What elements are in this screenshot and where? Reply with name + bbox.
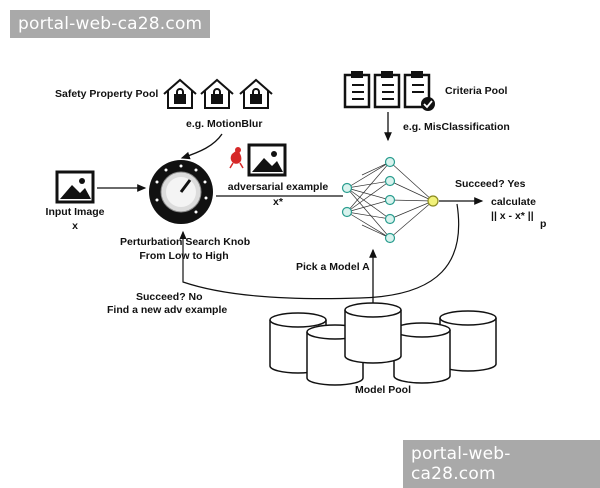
- safety-to-knob-arrow: [180, 133, 223, 160]
- norm-subscript: p: [540, 218, 547, 230]
- success-label: Succeed? Yes: [455, 178, 526, 190]
- house-lock-icon: [200, 78, 234, 109]
- clipboard-icon: [343, 71, 371, 109]
- image-icon: [55, 170, 95, 204]
- clipboard-icon: [373, 71, 401, 109]
- adversarial-label: adversarial example: [227, 181, 329, 193]
- clipboard-icon: [403, 71, 435, 111]
- database-cylinder-icon: [393, 322, 451, 384]
- knob-sublabel: From Low to High: [139, 250, 229, 262]
- input-image-symbol: x: [72, 220, 78, 232]
- house-lock-icon: [163, 78, 197, 109]
- failure-feedback-arrow: [179, 203, 460, 300]
- adversarial-image-icon: [229, 143, 287, 177]
- database-cylinder-icon: [439, 310, 497, 372]
- neural-network-icon: [341, 156, 439, 244]
- input-image-label: Input Image: [45, 206, 105, 218]
- knob-icon: [149, 160, 213, 224]
- safety-pool-title: Safety Property Pool: [55, 88, 159, 100]
- adversarial-symbol: x*: [273, 196, 283, 208]
- knob-label: Perturbation Search Knob: [120, 236, 251, 248]
- criteria-pool-example: e.g. MisClassification: [403, 121, 510, 133]
- model-pool-label: Model Pool: [355, 384, 411, 396]
- safety-pool-example: e.g. MotionBlur: [186, 118, 263, 130]
- database-cylinder-icon: [344, 302, 402, 364]
- pick-model-label: Pick a Model A: [296, 261, 370, 273]
- failure-label: Succeed? No: [136, 291, 203, 303]
- norm-formula: || x - x* ||: [491, 210, 534, 222]
- house-lock-icon: [239, 78, 273, 109]
- criteria-pool-title: Criteria Pool: [445, 85, 508, 97]
- watermark-top: portal-web-ca28.com: [10, 10, 211, 38]
- failure-action: Find a new adv example: [107, 304, 228, 316]
- calculate-label: calculate: [491, 196, 536, 208]
